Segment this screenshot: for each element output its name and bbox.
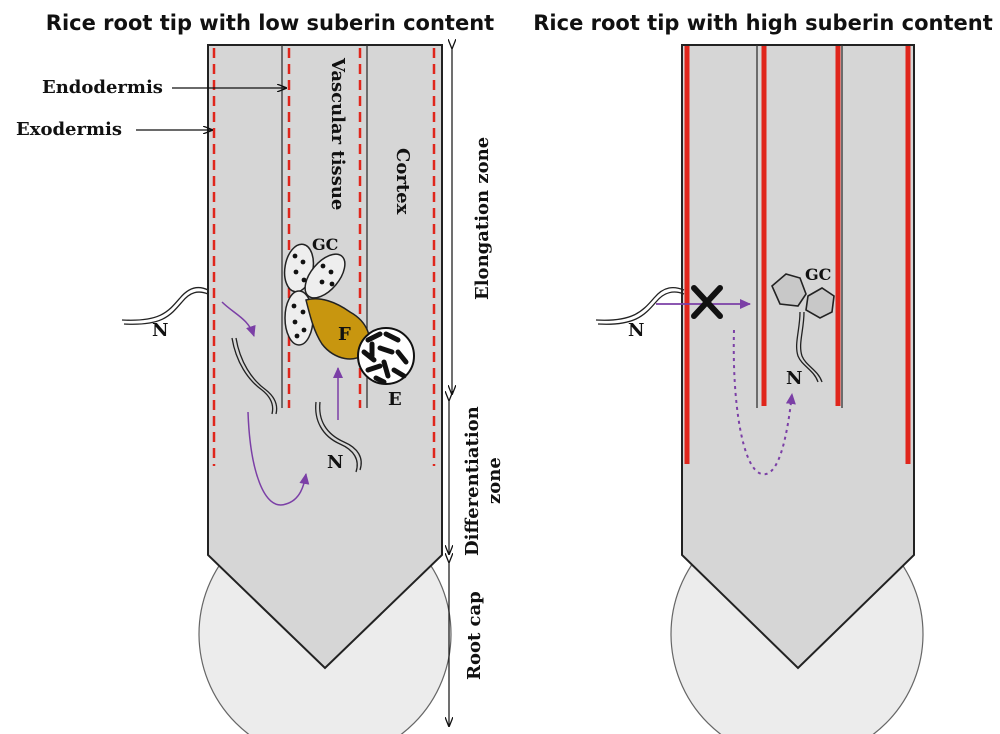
left-nematode-inside (315, 401, 358, 473)
elongation-zone-label: Elongation zone (472, 137, 493, 300)
root-cap-label: Root cap (464, 591, 485, 680)
left-nematode-inside-body (319, 401, 362, 471)
egg-mass-label: E (388, 389, 402, 410)
right-panel-title: Rice root tip with high suberin content (533, 11, 993, 35)
left-nematode-outside-body (123, 291, 209, 325)
left-gc-label: GC (312, 235, 338, 254)
differentiation-zone-label: Differentiation (462, 406, 483, 556)
left-giant-cells (283, 243, 346, 346)
right-nematode-inside-body (799, 311, 823, 383)
cortex-label: Cortex (392, 148, 413, 215)
left-nematode-migrating (231, 337, 274, 415)
egg-mass (357, 327, 415, 385)
right-nematode-outside-label: N (628, 320, 644, 341)
right-nematode-outside-body (597, 291, 685, 325)
right-nematode-inside-label: N (786, 368, 802, 389)
female-label: F (338, 324, 351, 345)
blocked-route-arrow (732, 329, 796, 476)
left-nematode-outside (121, 286, 209, 321)
vascular-tissue-label: Vascular tissue (327, 57, 348, 210)
right-gc-label: GC (805, 265, 831, 284)
right-nematode-outside (595, 286, 685, 321)
differentiation-zone-label-2: zone (484, 457, 505, 504)
left-nematode-migrating-body (235, 337, 278, 415)
endodermis-label: Endodermis (42, 77, 163, 98)
left-migration-arrow (247, 411, 310, 506)
right-giant-cells (771, 273, 835, 319)
exodermis-label: Exodermis (16, 119, 122, 140)
left-panel-title: Rice root tip with low suberin content (46, 11, 494, 35)
left-migration-arrow (221, 301, 256, 337)
left-nematode-inside-label: N (327, 452, 343, 473)
right-nematode-inside (795, 311, 819, 383)
left-root-body (207, 44, 443, 670)
left-nematode-outside-label: N (152, 320, 168, 341)
blocked-cross-icon (691, 285, 723, 319)
